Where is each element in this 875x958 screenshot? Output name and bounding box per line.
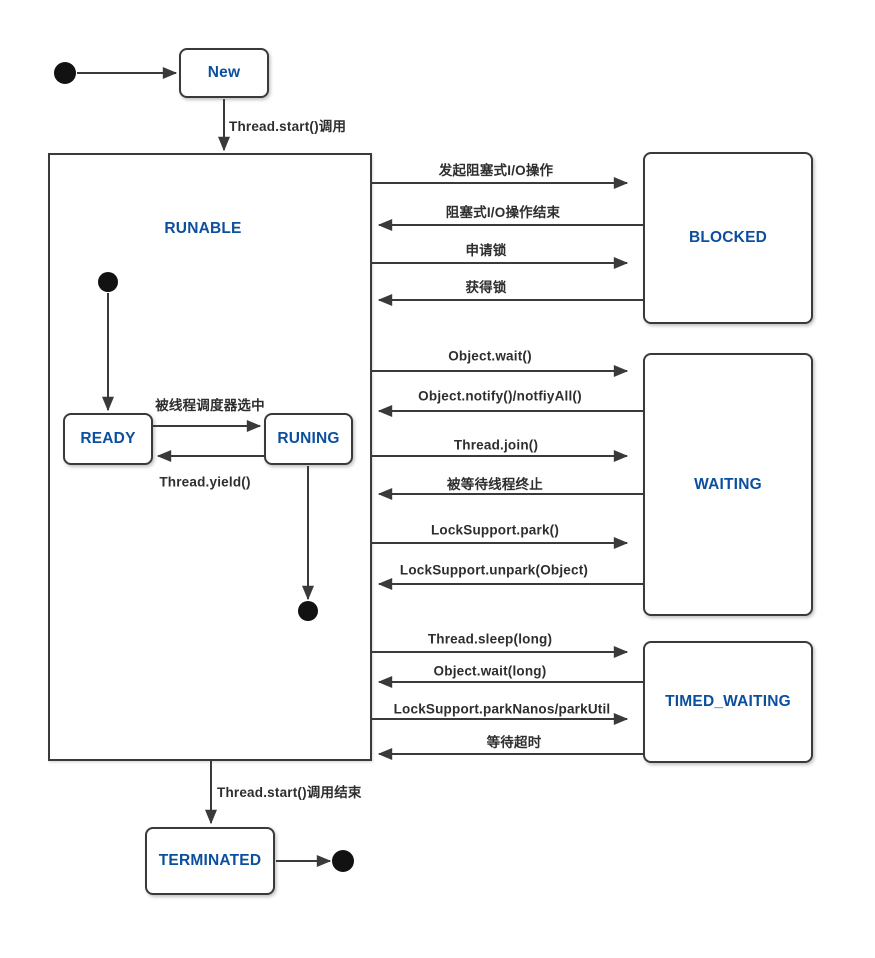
label-timed-to-runnable-timeout: 等待超时 — [486, 735, 542, 750]
state-terminated-label: TERMINATED — [158, 852, 262, 869]
label-runnable-to-blocked-io: 发起阻塞式I/O操作 — [438, 163, 554, 178]
label-runnable-to-waiting-join: Thread.join() — [453, 437, 539, 453]
label-runnable-to-terminated: Thread.start()调用结束 — [217, 785, 362, 800]
label-runing-to-ready: Thread.yield() — [159, 474, 251, 490]
label-runnable-to-timed-parknanos: LockSupport.parkNanos/parkUtil — [393, 701, 611, 717]
label-waiting-to-runnable-terminated: 被等待线程终止 — [447, 477, 543, 492]
label-waiting-to-runnable-unpark: LockSupport.unpark(Object) — [399, 562, 589, 578]
label-timed-to-runnable-wait: Object.wait(long) — [433, 663, 547, 679]
label-blocked-to-runnable-lock: 获得锁 — [465, 280, 507, 295]
label-runnable-to-waiting-wait: Object.wait() — [448, 348, 532, 364]
label-waiting-to-runnable-notify: Object.notify()/notfiyAll() — [418, 388, 582, 404]
state-ready-label: READY — [80, 430, 136, 447]
state-timed-waiting-box: TIMED_WAITING — [643, 641, 813, 763]
state-new-label: New — [207, 64, 241, 81]
state-blocked-box: BLOCKED — [643, 152, 813, 324]
label-blocked-to-runnable-io: 阻塞式I/O操作结束 — [445, 205, 561, 220]
state-waiting-label: WAITING — [694, 475, 762, 493]
state-runnable-label: RUNABLE — [164, 220, 242, 237]
label-runnable-to-timed-sleep: Thread.sleep(long) — [427, 631, 553, 647]
state-new-box: New — [179, 48, 269, 98]
start-dot — [54, 62, 76, 84]
state-terminated-box: TERMINATED — [145, 827, 275, 895]
label-runnable-to-waiting-park: LockSupport.park() — [430, 522, 560, 538]
state-runing-label: RUNING — [277, 430, 340, 447]
label-new-to-runnable: Thread.start()调用 — [229, 119, 347, 134]
state-ready-box: READY — [63, 413, 153, 465]
label-runnable-to-blocked-lock: 申请锁 — [465, 243, 507, 258]
state-waiting-box: WAITING — [643, 353, 813, 616]
end-dot — [332, 850, 354, 872]
state-runing-box: RUNING — [264, 413, 353, 465]
label-ready-to-runing: 被线程调度器选中 — [155, 398, 265, 413]
state-blocked-label: BLOCKED — [688, 229, 768, 246]
state-timed-waiting-label: TIMED_WAITING — [665, 693, 791, 710]
